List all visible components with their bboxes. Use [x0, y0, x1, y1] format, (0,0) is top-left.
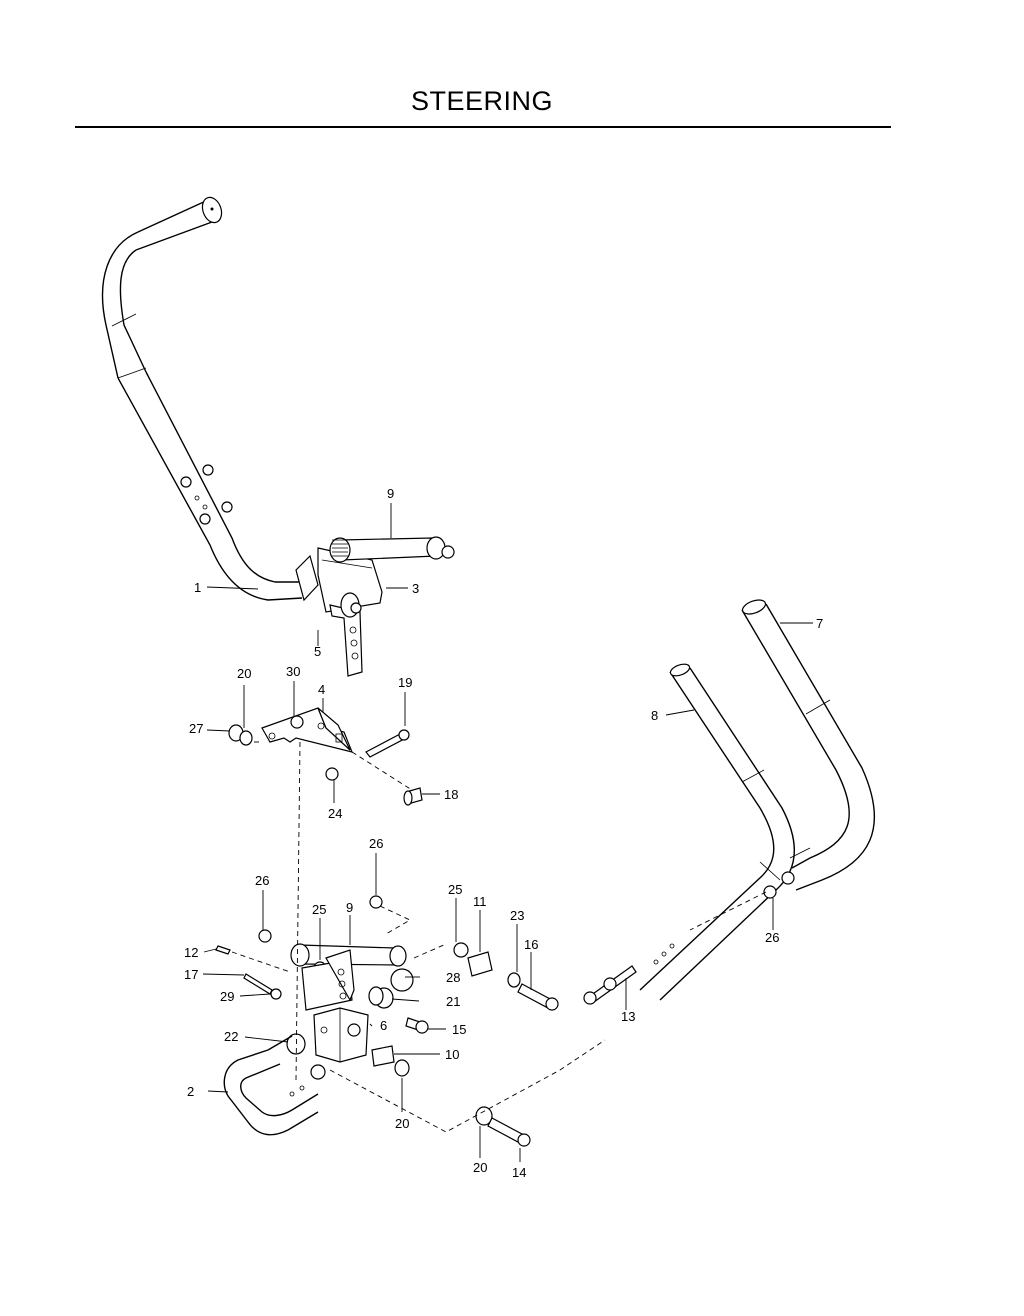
callout-28: 28 [446, 970, 460, 985]
callout-25-right: 25 [448, 882, 462, 897]
callout-20-bottom: 20 [473, 1160, 487, 1175]
callout-9-upper: 9 [387, 486, 394, 501]
callout-26-left: 26 [255, 873, 269, 888]
callout-26-right: 26 [765, 930, 779, 945]
callout-24: 24 [328, 806, 342, 821]
lower-bracket-assembly [215, 741, 606, 1147]
callout-6: 6 [380, 1018, 387, 1033]
mounting-bracket-part [228, 707, 423, 806]
callout-9-lower: 9 [346, 900, 353, 915]
callout-8: 8 [651, 708, 658, 723]
callout-26-top: 26 [369, 836, 383, 851]
callout-16: 16 [524, 937, 538, 952]
title-rule [75, 126, 891, 128]
left-steering-lever-part [101, 196, 303, 601]
callout-29: 29 [220, 989, 234, 1004]
page-title: STEERING [410, 86, 554, 116]
callout-1: 1 [194, 580, 201, 595]
upper-bracket-assembly [295, 536, 455, 677]
right-steering-levers [583, 599, 876, 1005]
callout-2: 2 [187, 1084, 194, 1099]
callout-10: 10 [445, 1047, 459, 1062]
callout-23: 23 [510, 908, 524, 923]
callout-12: 12 [184, 945, 198, 960]
callout-15: 15 [452, 1022, 466, 1037]
callout-19: 19 [398, 675, 412, 690]
callout-20-middle: 20 [395, 1116, 409, 1131]
callout-22: 22 [224, 1029, 238, 1044]
callout-5: 5 [314, 644, 321, 659]
callout-7: 7 [816, 616, 823, 631]
callout-27: 27 [189, 721, 203, 736]
callout-30: 30 [286, 664, 300, 679]
callout-25-left: 25 [312, 902, 326, 917]
callout-18: 18 [444, 787, 458, 802]
callout-13: 13 [621, 1009, 635, 1024]
callout-21: 21 [446, 994, 460, 1009]
callout-11: 11 [473, 894, 487, 909]
callout-3: 3 [412, 581, 419, 596]
callout-4: 4 [318, 682, 325, 697]
leader-lines [202, 503, 813, 1162]
callout-14: 14 [512, 1165, 526, 1180]
callout-20-top: 20 [237, 666, 251, 681]
callout-17: 17 [184, 967, 198, 982]
lower-handle-part [223, 1035, 326, 1136]
callout-labels: 1 2 3 4 5 6 7 8 9 9 10 11 12 13 14 15 16… [184, 486, 823, 1180]
